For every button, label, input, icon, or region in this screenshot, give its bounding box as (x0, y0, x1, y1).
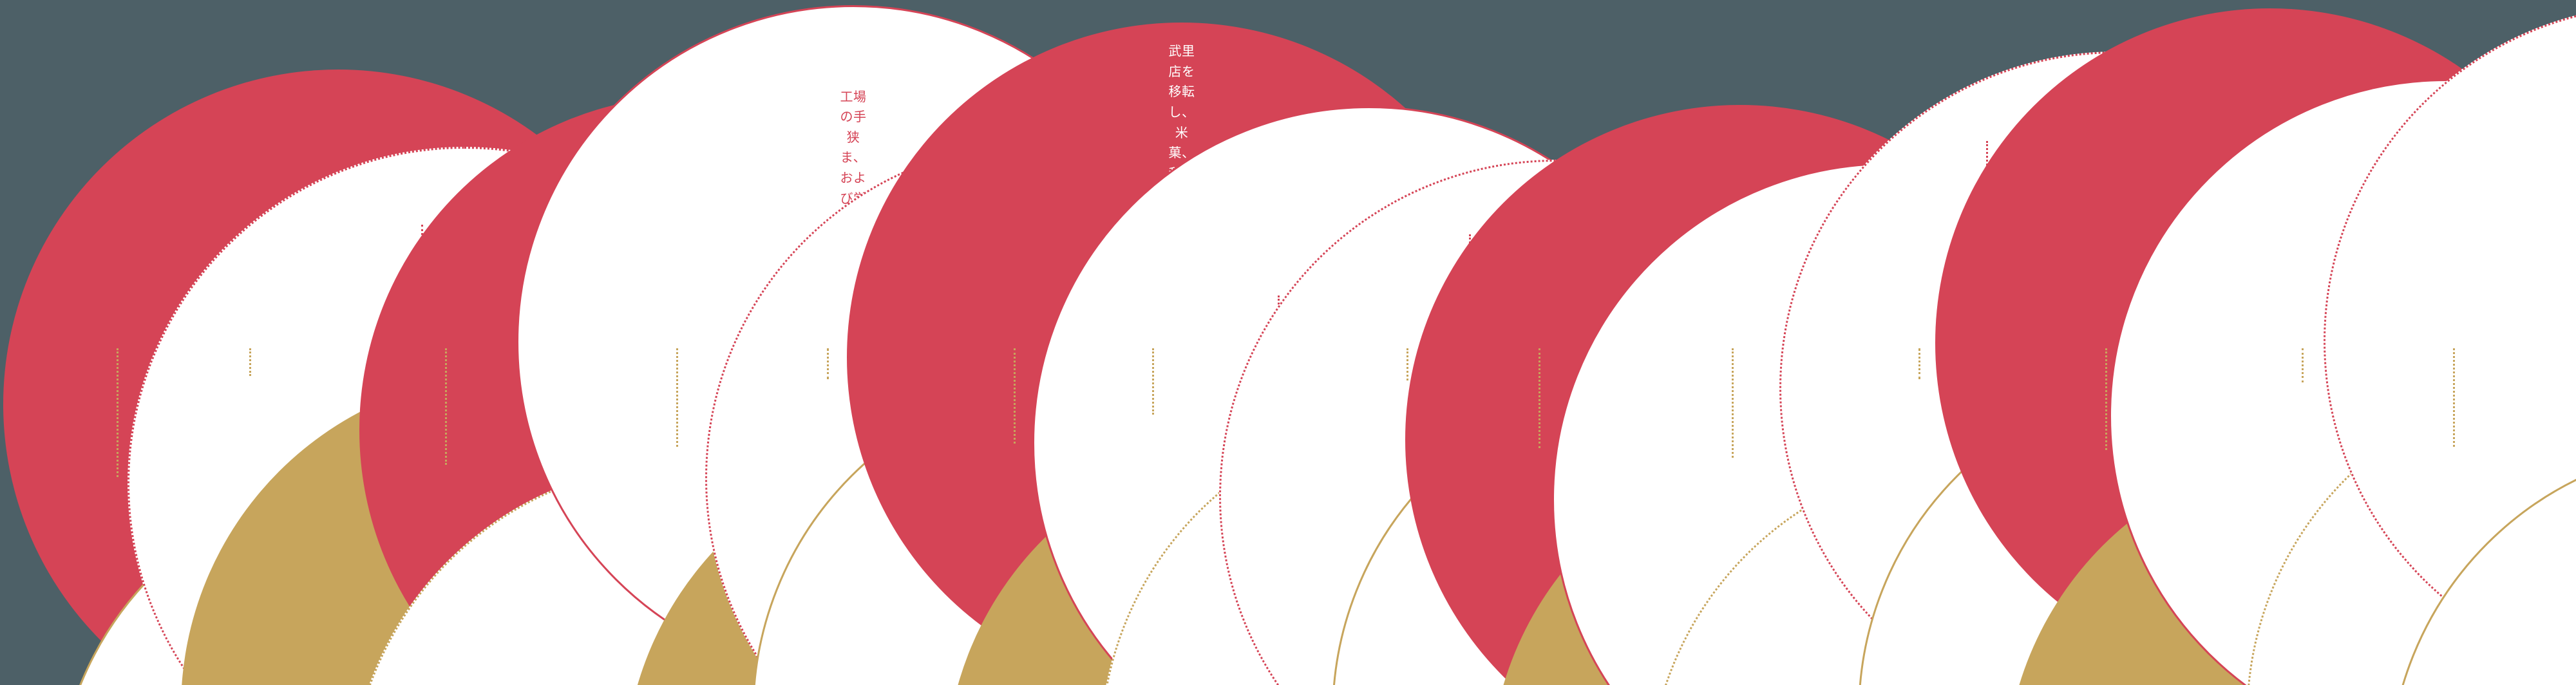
event-connector-1984年5月 (1014, 348, 1016, 444)
event-connector-1981年11月 (827, 348, 829, 379)
event-connector-1972年3月 (676, 348, 678, 447)
event-connector-2000年9月 (1539, 348, 1540, 448)
event-connector-1966年3月 (249, 348, 251, 376)
event-connector-2022年8月 (2453, 348, 2455, 447)
event-connector-1968年4月 (445, 348, 447, 465)
event-connector-2001年 (1603, 285, 1605, 324)
event-connector-2002年7月 (1732, 348, 1734, 458)
event-connector-1950年7月 (117, 348, 118, 477)
event-connector-2011年9月 (2105, 348, 2107, 450)
event-connector-1996年3月 (1406, 348, 1408, 380)
event-connector-2014年7月 (2302, 348, 2304, 382)
event-connector-1995年7月 (1152, 348, 1154, 415)
event-connector-2010年6月 (1918, 348, 1920, 379)
